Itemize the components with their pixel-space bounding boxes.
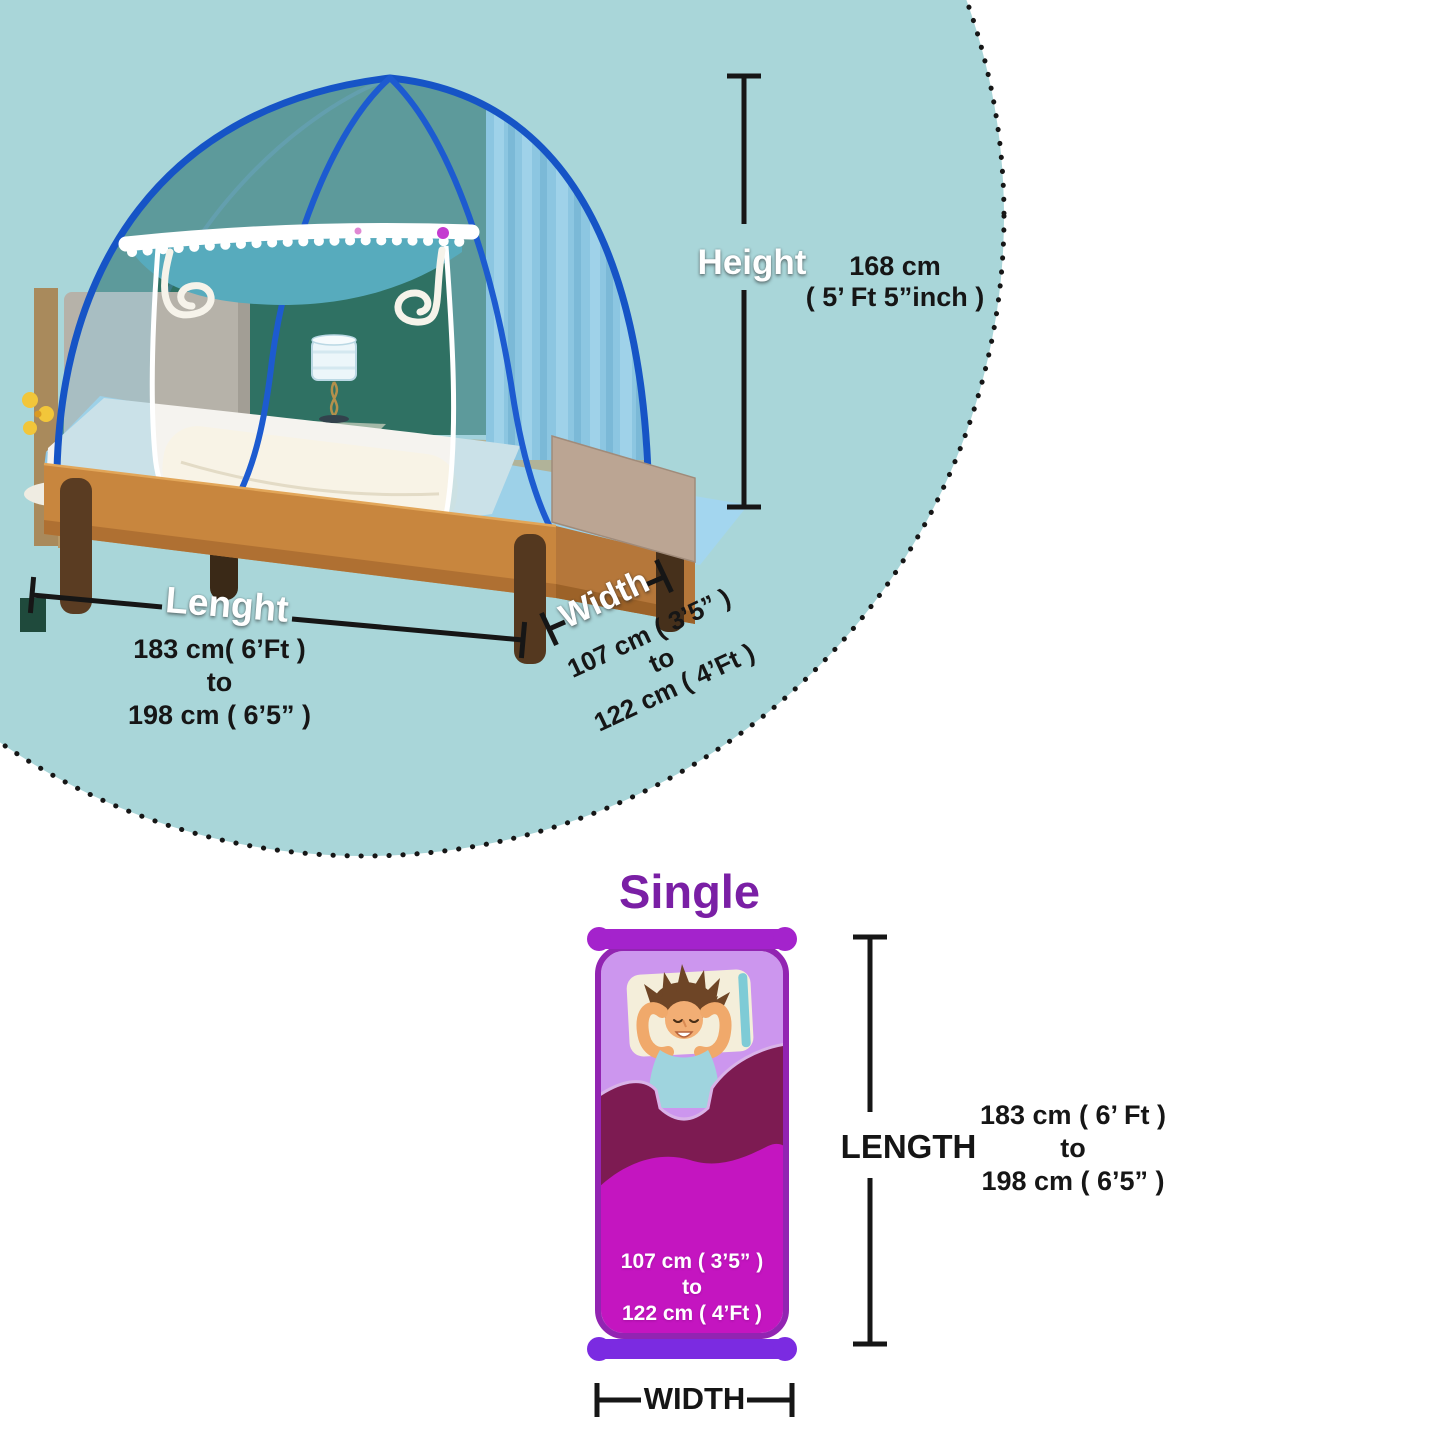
bed-head-bar	[587, 927, 797, 951]
bed-body	[601, 951, 783, 1333]
bed-width-line2: to	[682, 1276, 702, 1299]
length-value-line1: 183 cm( 6’Ft )	[133, 634, 306, 664]
bottom-length-value: 183 cm ( 6’ Ft ) to 198 cm ( 6’5” )	[944, 1099, 1202, 1198]
blanket-magenta	[601, 1143, 783, 1333]
bed-width-line1: 107 cm ( 3’5” )	[620, 1250, 764, 1273]
net-mesh-haze	[57, 78, 649, 571]
bed-width-line3: 122 cm ( 4’Ft )	[621, 1302, 763, 1325]
ribbon-ties-icon	[161, 246, 446, 326]
bottom-length-label: LENGTH	[840, 1128, 977, 1165]
wall-sliver	[20, 598, 46, 632]
table-lamp-icon	[311, 334, 357, 423]
lace-flower-icon	[437, 227, 449, 239]
mosquito-net-bed-illustration	[20, 74, 748, 664]
net-valance	[132, 236, 462, 305]
height-value-line1: 168 cm	[849, 251, 941, 281]
bottom-length-line3: 198 cm ( 6’5” )	[981, 1166, 1165, 1196]
single-size-title: Single	[618, 865, 761, 918]
bed-foot-bar	[587, 1337, 797, 1361]
length-value-line3: 198 cm ( 6’5” )	[127, 700, 312, 730]
lace-flower-small-icon	[354, 227, 362, 235]
bottom-length-line1: 183 cm ( 6’ Ft )	[979, 1100, 1167, 1130]
height-value: 168 cm ( 5’ Ft 5”inch )	[790, 251, 1000, 313]
bottom-width-label: WIDTH	[643, 1381, 746, 1416]
length-value-line2: to	[206, 667, 233, 697]
bed-width-range-text: 107 cm ( 3’5” ) to 122 cm ( 4’Ft )	[597, 1249, 787, 1327]
bed-leg-front-left	[60, 478, 92, 614]
lace-band	[118, 223, 480, 257]
height-value-line2: ( 5’ Ft 5”inch )	[805, 282, 985, 312]
bed-frame	[43, 434, 696, 664]
bottom-length-line2: to	[1060, 1133, 1086, 1163]
flowers-icon	[22, 392, 54, 435]
length-value: 183 cm( 6’Ft ) to 198 cm ( 6’5” )	[92, 633, 347, 732]
bed-rail-front	[44, 464, 556, 598]
footboard	[551, 434, 696, 563]
sleeping-person-icon	[636, 964, 732, 1108]
single-bed-top-view-illustration	[587, 927, 797, 1361]
height-label: Height	[697, 243, 807, 282]
